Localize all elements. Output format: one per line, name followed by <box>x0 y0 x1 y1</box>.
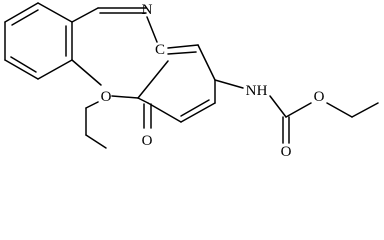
molecule-structure: N C O O N H O O <box>4 2 379 160</box>
ester-oxygen-label: O <box>314 89 325 105</box>
ring-nitrogen-label: N <box>142 2 153 18</box>
ketone-group <box>143 103 152 129</box>
amide-hydrogen-label: H <box>257 83 268 99</box>
ring-oxygen-label: O <box>101 89 112 105</box>
carbonyl-oxygen-label: O <box>281 144 292 160</box>
ethoxy-chain <box>85 101 107 149</box>
quinone-ring <box>137 44 216 123</box>
amide-nitrogen-label: N <box>246 83 257 99</box>
carbamate-group <box>214 79 379 144</box>
ketone-oxygen-label: O <box>142 133 153 149</box>
benzene-ring <box>4 2 73 80</box>
ring-carbon-label: C <box>155 42 165 58</box>
azepine-ring <box>71 7 169 99</box>
